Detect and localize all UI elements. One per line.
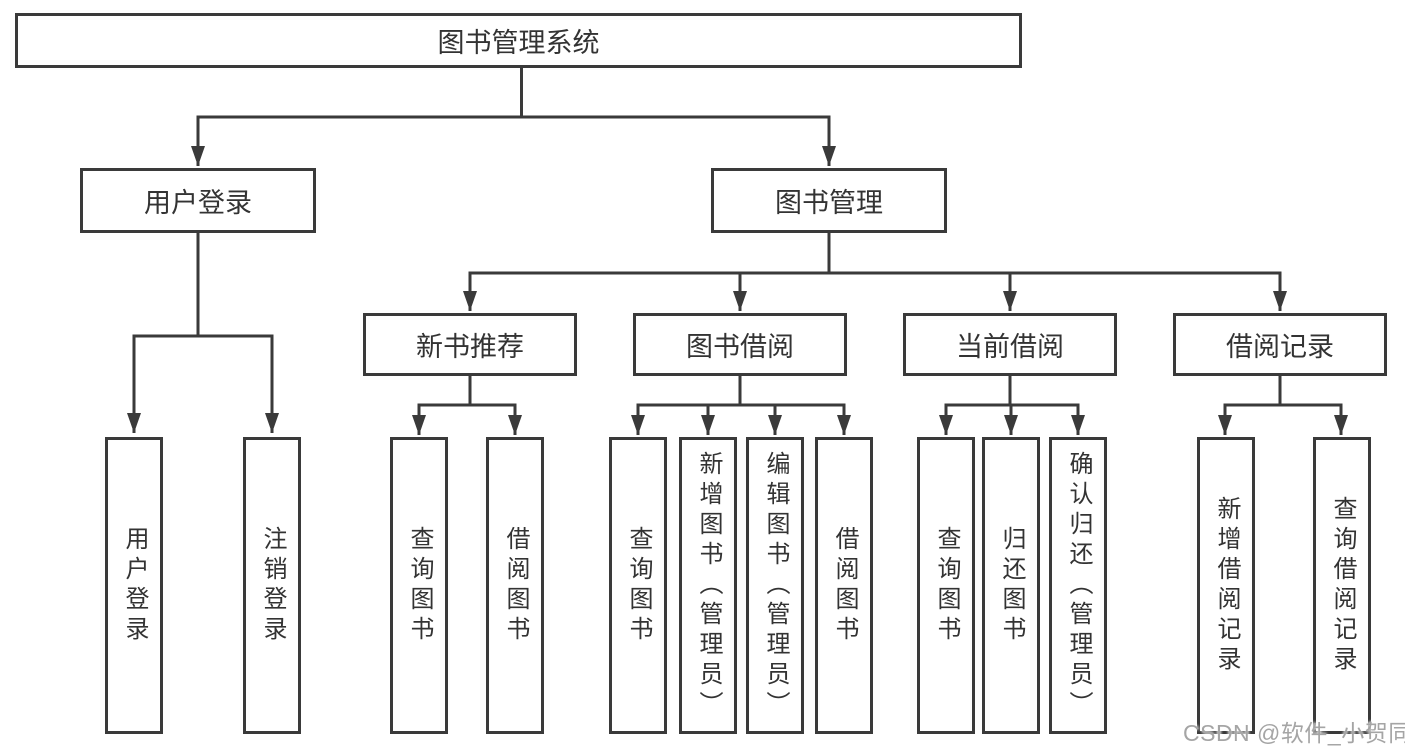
- leaf-edit-book-admin-label: 编辑图书（管理员）: [762, 450, 789, 721]
- leaf-borrow-books-recommend-label: 借阅图书: [502, 525, 529, 646]
- leaf-query-books-current: 查询图书: [917, 437, 975, 734]
- node-borrowing-records: 借阅记录: [1173, 313, 1387, 376]
- leaf-query-books-recommend-label: 查询图书: [406, 525, 433, 646]
- leaf-confirm-return-admin: 确认归还（管理员）: [1049, 437, 1107, 734]
- leaf-query-books-borrow-label: 查询图书: [625, 525, 652, 646]
- leaf-add-borrow-record-label: 新增借阅记录: [1213, 495, 1240, 676]
- leaf-query-borrow-record: 查询借阅记录: [1313, 437, 1371, 734]
- node-root: 图书管理系统: [15, 13, 1022, 68]
- leaf-query-books-current-label: 查询图书: [933, 525, 960, 646]
- leaf-add-book-admin: 新增图书（管理员）: [679, 437, 737, 734]
- leaf-add-borrow-record: 新增借阅记录: [1197, 437, 1255, 734]
- leaf-return-book: 归还图书: [982, 437, 1040, 734]
- leaf-confirm-return-admin-label: 确认归还（管理员）: [1065, 450, 1092, 721]
- csdn-watermark: CSDN @软件_小贺同学: [1183, 720, 1405, 746]
- leaf-logout-label: 注销登录: [259, 525, 286, 646]
- node-book-borrowing: 图书借阅: [633, 313, 847, 376]
- leaf-add-book-admin-label: 新增图书（管理员）: [695, 450, 722, 721]
- leaf-borrow-books-borrow: 借阅图书: [815, 437, 873, 734]
- node-current-borrowing: 当前借阅: [903, 313, 1117, 376]
- node-book-management: 图书管理: [711, 168, 947, 233]
- leaf-query-borrow-record-label: 查询借阅记录: [1329, 495, 1356, 676]
- leaf-user-login: 用户登录: [105, 437, 163, 734]
- leaf-return-book-label: 归还图书: [998, 525, 1025, 646]
- node-user-login: 用户登录: [80, 168, 316, 233]
- leaf-borrow-books-borrow-label: 借阅图书: [831, 525, 858, 646]
- node-new-book-recommend: 新书推荐: [363, 313, 577, 376]
- leaf-query-books-recommend: 查询图书: [390, 437, 448, 734]
- leaf-query-books-borrow: 查询图书: [609, 437, 667, 734]
- leaf-logout: 注销登录: [243, 437, 301, 734]
- leaf-edit-book-admin: 编辑图书（管理员）: [746, 437, 804, 734]
- leaf-borrow-books-recommend: 借阅图书: [486, 437, 544, 734]
- leaf-user-login-label: 用户登录: [121, 525, 148, 646]
